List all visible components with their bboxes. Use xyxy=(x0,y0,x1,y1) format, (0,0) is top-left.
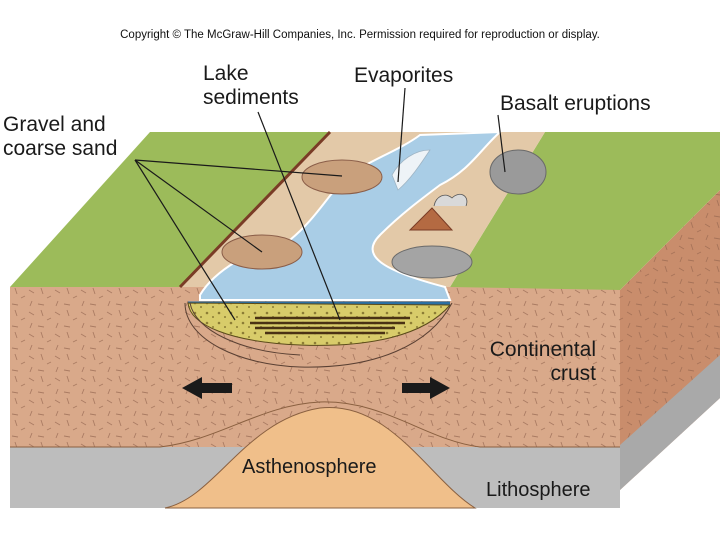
label-asthenosphere: Asthenosphere xyxy=(242,455,377,479)
label-lithosphere: Lithosphere xyxy=(486,478,591,502)
label-evaporites: Evaporites xyxy=(354,64,453,88)
label-basalt-eruptions: Basalt eruptions xyxy=(500,92,651,116)
label-lake-sediments: Lake sediments xyxy=(203,62,299,110)
basalt-flow-upper xyxy=(490,150,546,194)
label-gravel-coarse-sand: Gravel and coarse sand xyxy=(3,113,117,161)
label-continental-crust: Continental crust xyxy=(474,338,596,386)
alluvial-fan-upper xyxy=(302,160,382,194)
basalt-flow-lower xyxy=(392,246,472,278)
